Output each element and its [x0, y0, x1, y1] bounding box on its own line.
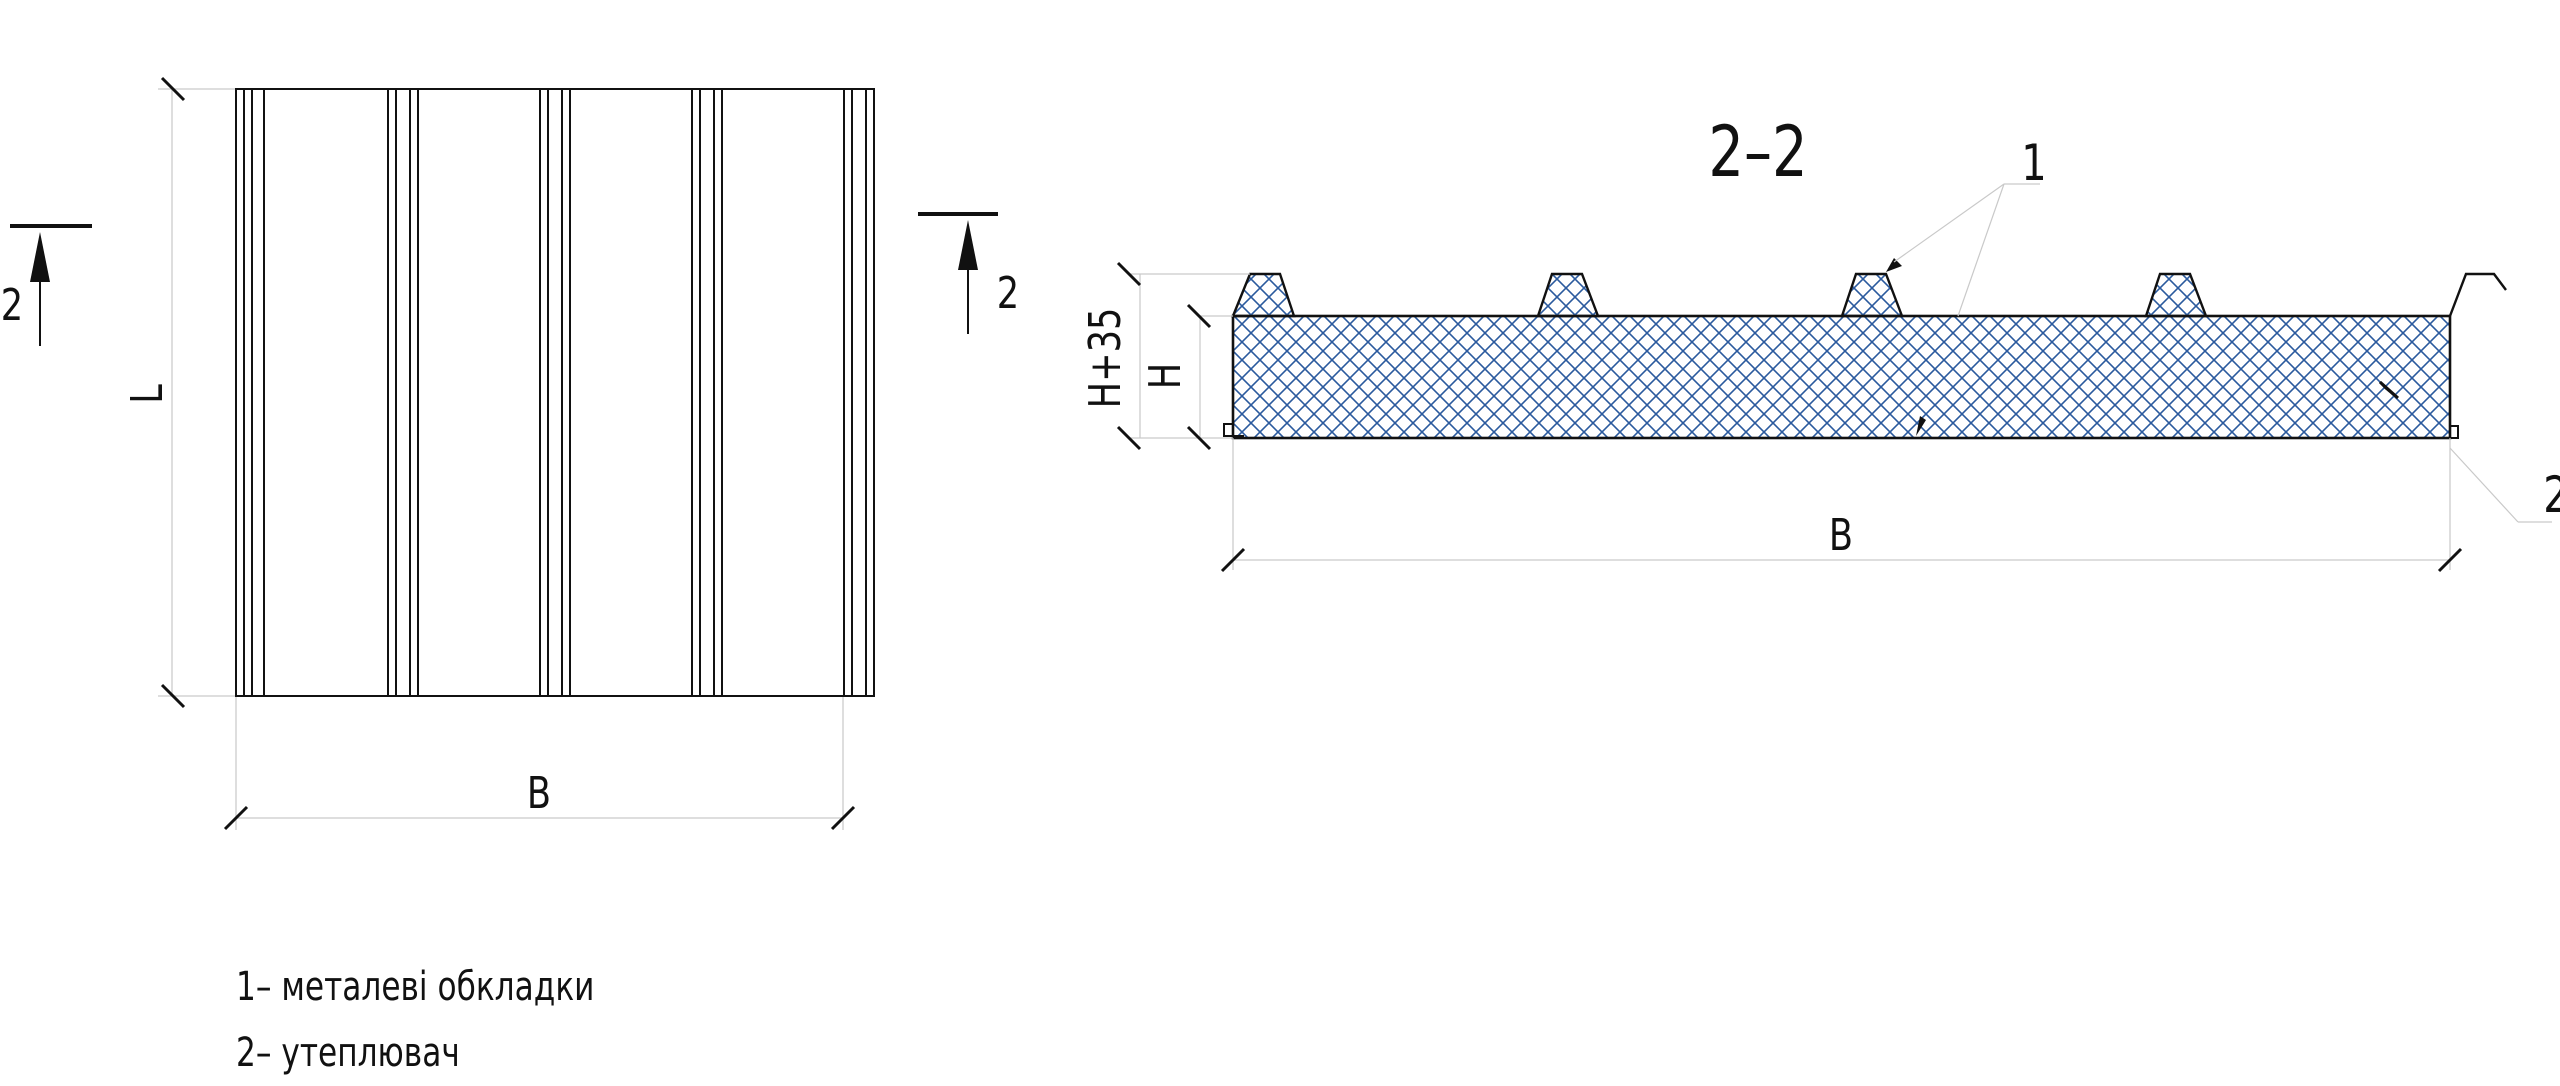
panel-outline [235, 88, 875, 697]
dim-tick [223, 805, 249, 831]
dim-tick [160, 683, 186, 709]
callout-1-label: 1 [2021, 134, 2046, 193]
leader-arrow-icon [1886, 258, 1902, 272]
lock-joint-right [2440, 425, 2459, 439]
insulation-core [1231, 314, 2452, 440]
dim-inner-label: H [1140, 363, 1191, 389]
legend-item-2: 2– утеплювач [236, 1030, 460, 1076]
section-dim-width-label: B [1829, 510, 1853, 561]
section-cut-marker-left: 2 [1, 224, 92, 346]
dim-tick [160, 76, 186, 102]
section-cut-marker-right: 2 [918, 212, 1019, 334]
arrow-up-icon [30, 232, 50, 282]
lock-joint-left [1223, 423, 1244, 437]
plan-dim-width-label: B [527, 768, 551, 819]
callout-2: 2 [2449, 447, 2560, 525]
section-view: 2–2 1 2 [1080, 111, 2560, 573]
leader-arrow-icon [1916, 416, 1926, 436]
section-cut-number-right: 2 [997, 268, 1019, 319]
edge-rib-open [2448, 272, 2507, 317]
arrow-up-icon [958, 220, 978, 270]
dim-width-section: B [1220, 438, 2463, 573]
dim-tick [830, 805, 856, 831]
section-cut-number-left: 2 [1, 280, 23, 331]
callout-2-label: 2 [2543, 466, 2560, 525]
section-ribs [1231, 272, 2208, 318]
dim-outer-label: H+35 [1080, 308, 1131, 409]
dim-height-inner: H [1140, 303, 1233, 451]
plan-view: L B 2 2 [1, 76, 1019, 831]
callout-1: 1 [1893, 134, 2047, 317]
plan-dim-length-label: L [122, 384, 173, 404]
leader-arrow-icon [2378, 380, 2399, 400]
dim-height-outer: H+35 [1080, 261, 1250, 451]
legend-item-1: 1– металеві обкладки [236, 964, 595, 1010]
panel-ribs [243, 89, 867, 696]
section-title: 2–2 [1708, 111, 1807, 193]
